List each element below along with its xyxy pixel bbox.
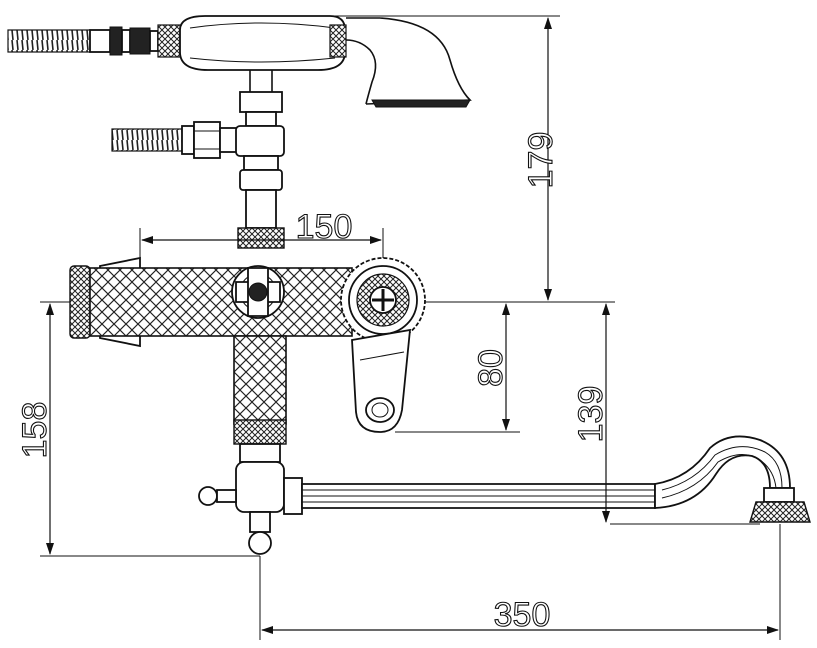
dimension-lines <box>40 15 781 640</box>
diverter-column <box>235 91 285 229</box>
hose-inlet <box>111 121 241 159</box>
hand-shower <box>7 15 472 108</box>
dim-label-150: 150 <box>296 208 353 246</box>
dim-label-158: 158 <box>16 402 54 459</box>
lower-knurled-column <box>233 335 287 425</box>
left-end-cap <box>69 265 91 339</box>
dim-label-139: 139 <box>572 386 610 443</box>
dim-label-80: 80 <box>472 349 510 387</box>
spout-aerator <box>749 501 811 523</box>
mixer-body <box>69 227 353 445</box>
lever-handle <box>340 257 426 433</box>
shower-hose <box>7 29 91 53</box>
bottom-knob <box>248 531 272 555</box>
shower-head <box>371 99 471 108</box>
spout-assembly <box>198 435 811 555</box>
dim-label-350: 350 <box>494 596 551 634</box>
dim-label-179: 179 <box>522 132 560 189</box>
